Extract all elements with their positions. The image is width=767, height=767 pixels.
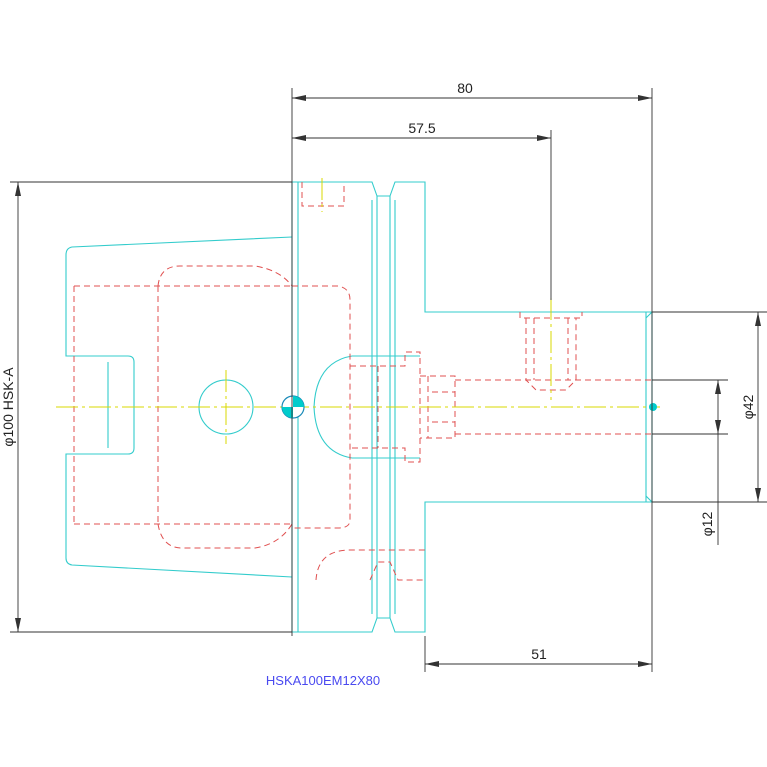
dim-arrowhead (15, 618, 21, 632)
part-number-label: HSKA100EM12X80 (266, 673, 380, 688)
dim-arrowhead (15, 182, 21, 196)
shank-end-chamfer (645, 311, 653, 319)
extension-lines (10, 88, 767, 672)
hidden-coolant-bore (350, 351, 421, 463)
dim-text-body-diameter: φ42 (740, 394, 756, 419)
centerlines (56, 178, 660, 444)
dim-arrowhead (755, 488, 761, 502)
hidden-flange-bottom (315, 549, 425, 581)
hidden-lines (73, 182, 652, 581)
dim-arrowhead (292, 135, 306, 141)
hidden-flange-top-slot (301, 182, 345, 207)
hidden-inner-taper (73, 285, 292, 525)
dim-arrowhead (537, 135, 551, 141)
hsk-taper-outline (65, 236, 293, 578)
dim-arrowhead (715, 420, 721, 434)
dim-arrowhead (755, 312, 761, 326)
hidden-inner-cavity (157, 265, 293, 549)
dim-arrowhead (715, 380, 721, 394)
dim-text-flange-to-screw: 57.5 (408, 120, 435, 136)
dim-text-hsk-diameter: φ100 HSK-A (0, 367, 16, 447)
dim-arrowhead (292, 95, 306, 101)
gauge-line-marker-fill (282, 396, 304, 418)
dim-arrowhead (638, 661, 652, 667)
shank-end-chamfer (645, 495, 653, 503)
tool-end-marker (649, 403, 657, 411)
hidden-flange-bore (292, 285, 351, 529)
dim-arrowhead (638, 95, 652, 101)
dim-text-bore-diameter: φ12 (699, 511, 715, 536)
dim-arrowhead (425, 661, 439, 667)
dim-text-shank-length: 51 (531, 646, 547, 662)
dimensions: 80 57.5 51 φ100 HSK-A φ42 φ12 (0, 80, 767, 672)
gauge-markers (281, 395, 657, 419)
dim-text-overall-length: 80 (457, 80, 473, 96)
